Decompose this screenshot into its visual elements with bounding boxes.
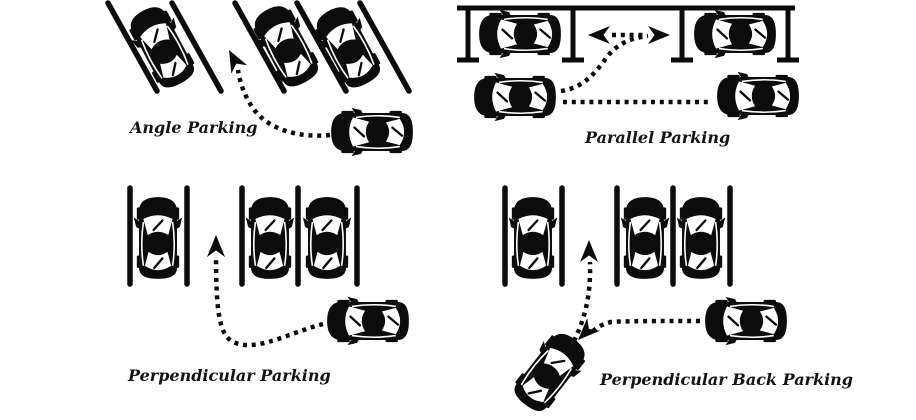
parking-line <box>105 0 160 94</box>
maneuvering-car-icon <box>325 295 411 347</box>
arrowhead-icon <box>580 240 598 262</box>
maneuvering-car-icon <box>329 106 415 158</box>
parked-car-icon <box>477 8 563 60</box>
parked-car-icon <box>507 195 559 281</box>
parking-line <box>294 0 349 94</box>
diagram-label-perpendicular: Perpendicular Parking <box>127 366 331 385</box>
parked-car-icon <box>619 195 671 281</box>
maneuver-path <box>589 318 701 335</box>
arrowhead-icon <box>221 45 248 74</box>
parked-car-icon <box>675 195 727 281</box>
angle-parking-diagram: Angle Parking <box>105 0 415 158</box>
diagram-label-parallel: Parallel Parking <box>584 128 730 147</box>
maneuvering-car-icon <box>472 71 558 123</box>
diagram-label-angle: Angle Parking <box>128 118 257 137</box>
maneuver-path <box>213 255 324 348</box>
arrowhead-icon <box>648 26 670 44</box>
arrowhead-icon <box>588 26 610 44</box>
perpendicular-parking-diagram: Perpendicular Parking <box>127 185 411 385</box>
parking-line <box>357 0 412 94</box>
parallel-parking-diagram: Parallel Parking <box>457 5 801 147</box>
maneuver-path <box>571 261 593 342</box>
maneuver-path <box>235 69 331 138</box>
maneuvering-car-icon <box>703 295 789 347</box>
car-icon <box>715 70 801 122</box>
maneuver-path <box>560 33 649 94</box>
perpendicular-back-parking-diagram: Perpendicular Back Parking <box>502 185 853 420</box>
parking-line <box>232 0 287 94</box>
arrowhead-icon <box>207 235 225 257</box>
reversing-car-icon <box>504 323 596 420</box>
diagram-label-perpendicular-back: Perpendicular Back Parking <box>599 370 853 389</box>
parking-line <box>169 0 224 94</box>
parked-car-icon <box>692 8 778 60</box>
parked-car-icon <box>132 195 184 281</box>
parked-car-icon <box>244 195 296 281</box>
parked-car-icon <box>301 195 353 281</box>
